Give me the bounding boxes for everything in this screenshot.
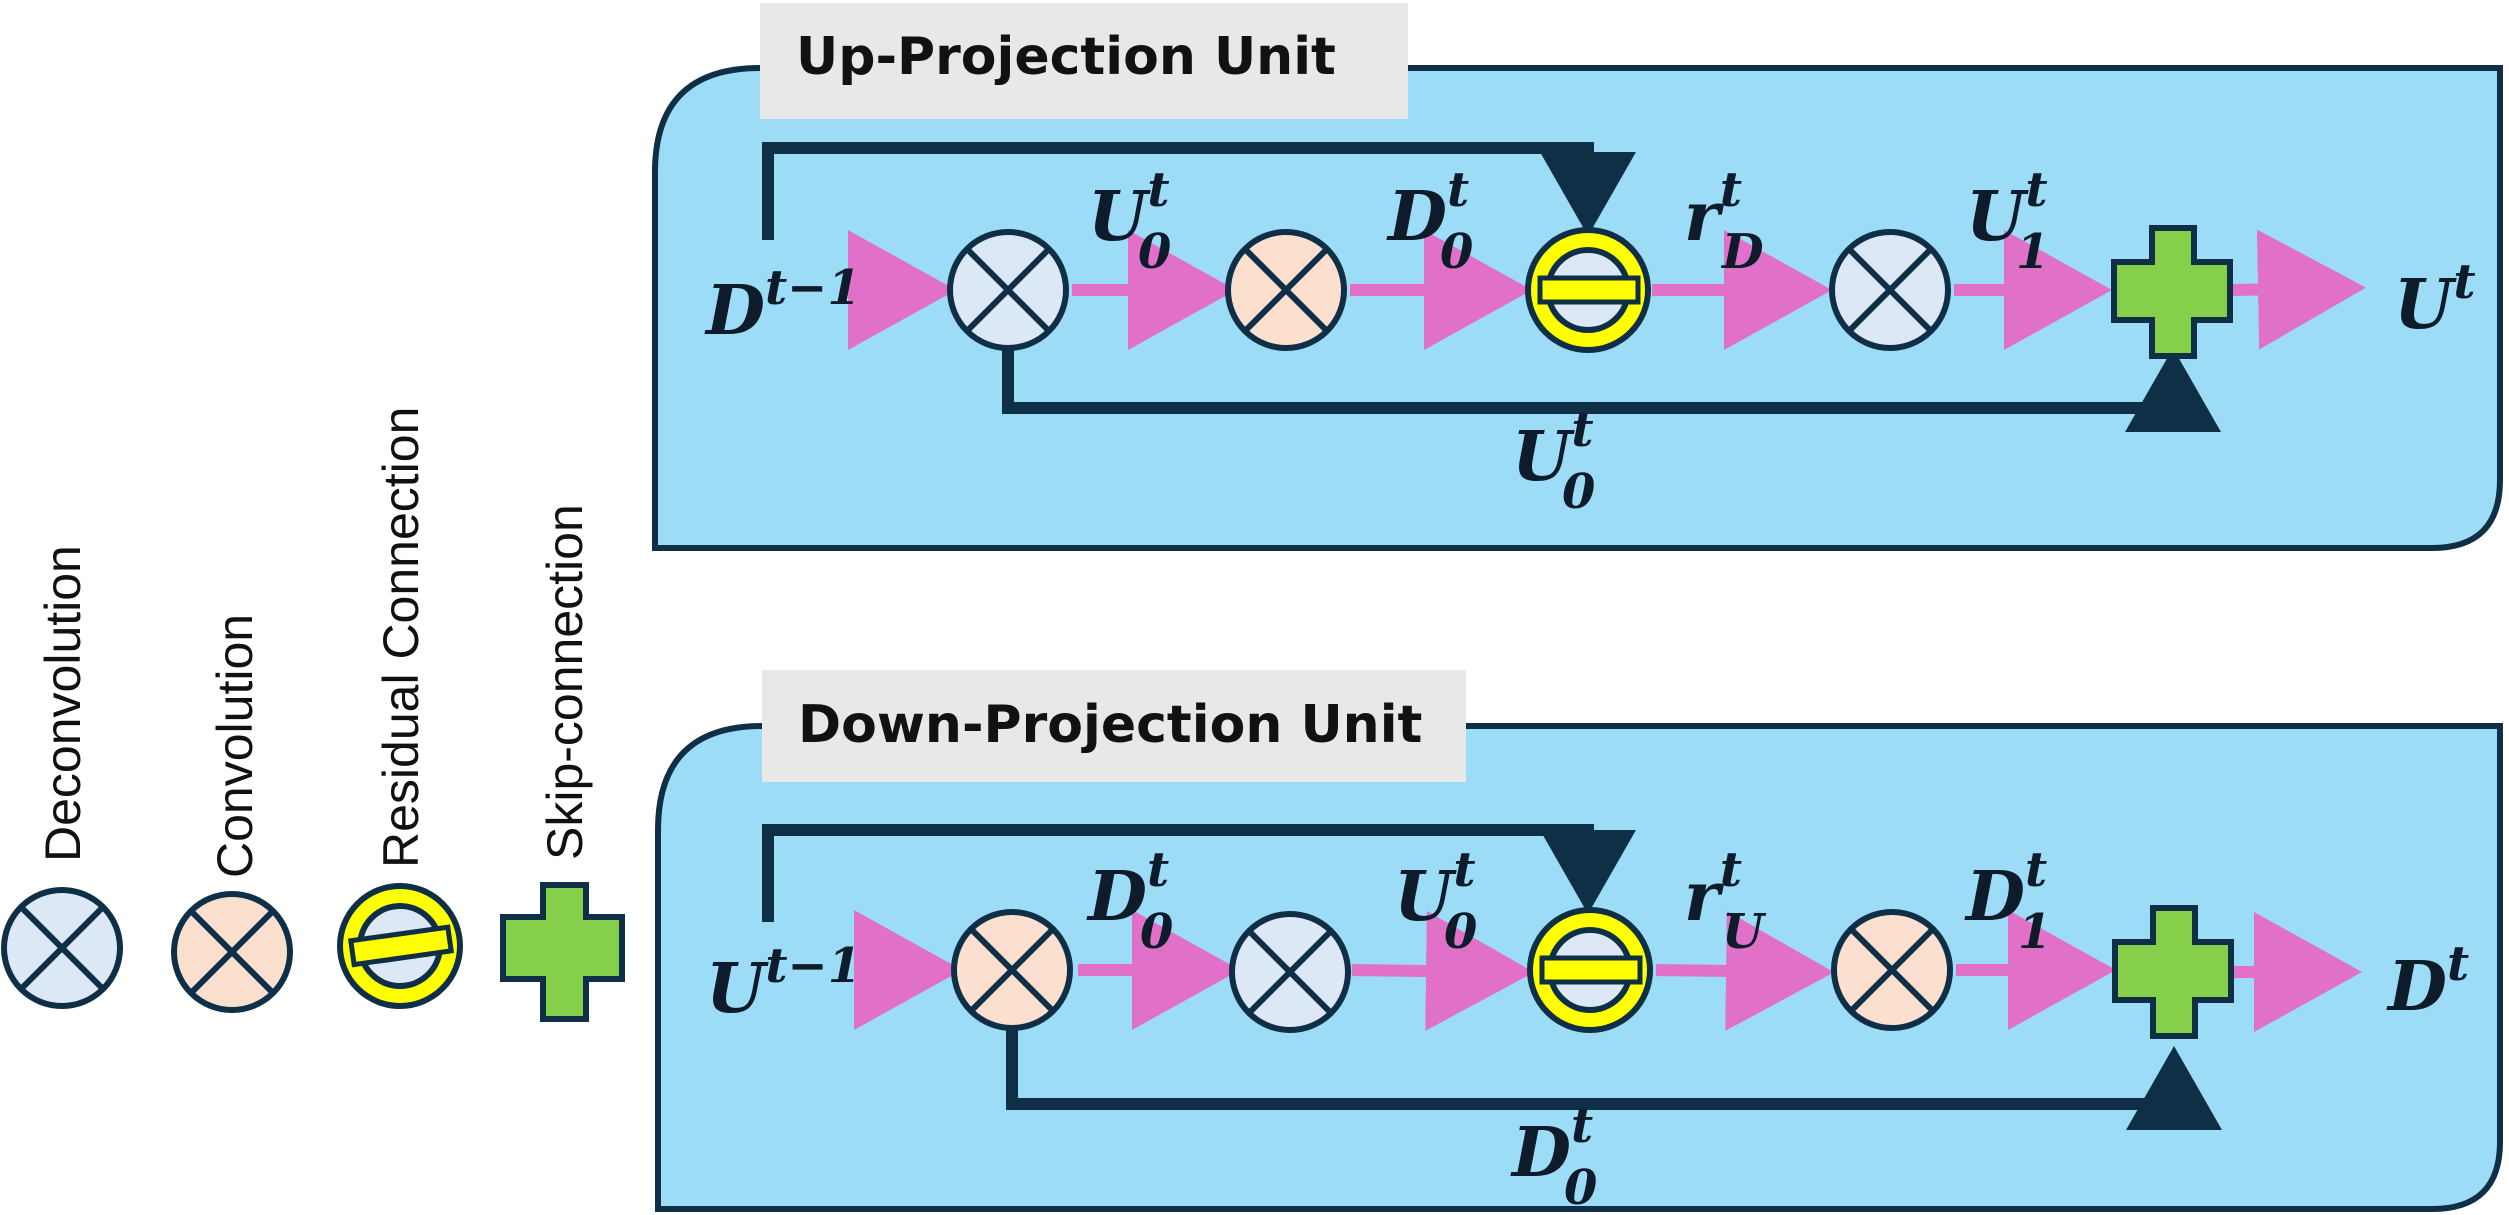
legend-deconvolution-icon bbox=[1, 887, 123, 1009]
down-residual-feedback-line bbox=[762, 824, 1636, 922]
legend-residual-icon bbox=[337, 883, 463, 1009]
up-convolution-node bbox=[1225, 229, 1347, 351]
legend: Deconvolution Convolution Residual Conne… bbox=[1, 407, 625, 1022]
up-output-label: Ut bbox=[2394, 254, 2475, 345]
up-residual-node bbox=[1525, 227, 1651, 353]
up-deconvolution-node-2 bbox=[1829, 229, 1951, 351]
down-unit-title-box bbox=[762, 670, 1466, 782]
down-convolution-node-2 bbox=[1831, 909, 1953, 1031]
down-deconvolution-node bbox=[1229, 911, 1351, 1033]
down-projection-unit: Down-Projection Unit bbox=[655, 670, 2503, 1215]
up-deconvolution-node-1 bbox=[947, 229, 1069, 351]
up-input-label: Dt−1 bbox=[704, 260, 861, 351]
up-arrow-out bbox=[2231, 229, 2366, 350]
down-residual-node bbox=[1527, 907, 1653, 1033]
up-projection-unit: Up-Projection Unit bbox=[652, 3, 2503, 551]
down-arrow-2 bbox=[1351, 910, 1534, 1031]
legend-skip-icon bbox=[500, 882, 625, 1022]
up-unit-title: Up-Projection Unit bbox=[796, 27, 1336, 87]
down-convolution-node-1 bbox=[951, 909, 1073, 1031]
legend-deconvolution-label: Deconvolution bbox=[35, 545, 91, 862]
up-residual-feedback-line bbox=[762, 142, 1636, 240]
down-skip-line bbox=[1006, 1030, 2222, 1130]
legend-residual-label: Residual Connection bbox=[373, 407, 429, 868]
up-skip-line bbox=[1002, 345, 2221, 432]
down-input-label: Ut−1 bbox=[706, 938, 861, 1029]
up-skip-node bbox=[2111, 225, 2233, 359]
legend-skip-label: Skip-connection bbox=[537, 504, 593, 860]
down-output-label: Dt bbox=[2386, 936, 2469, 1027]
down-skip-node bbox=[2112, 905, 2234, 1039]
down-unit-title: Down-Projection Unit bbox=[798, 695, 1422, 755]
legend-convolution-label: Convolution bbox=[207, 614, 263, 878]
up-unit-title-box bbox=[760, 3, 1408, 119]
legend-convolution-icon bbox=[171, 891, 293, 1013]
down-arrow-3 bbox=[1655, 910, 1834, 1031]
